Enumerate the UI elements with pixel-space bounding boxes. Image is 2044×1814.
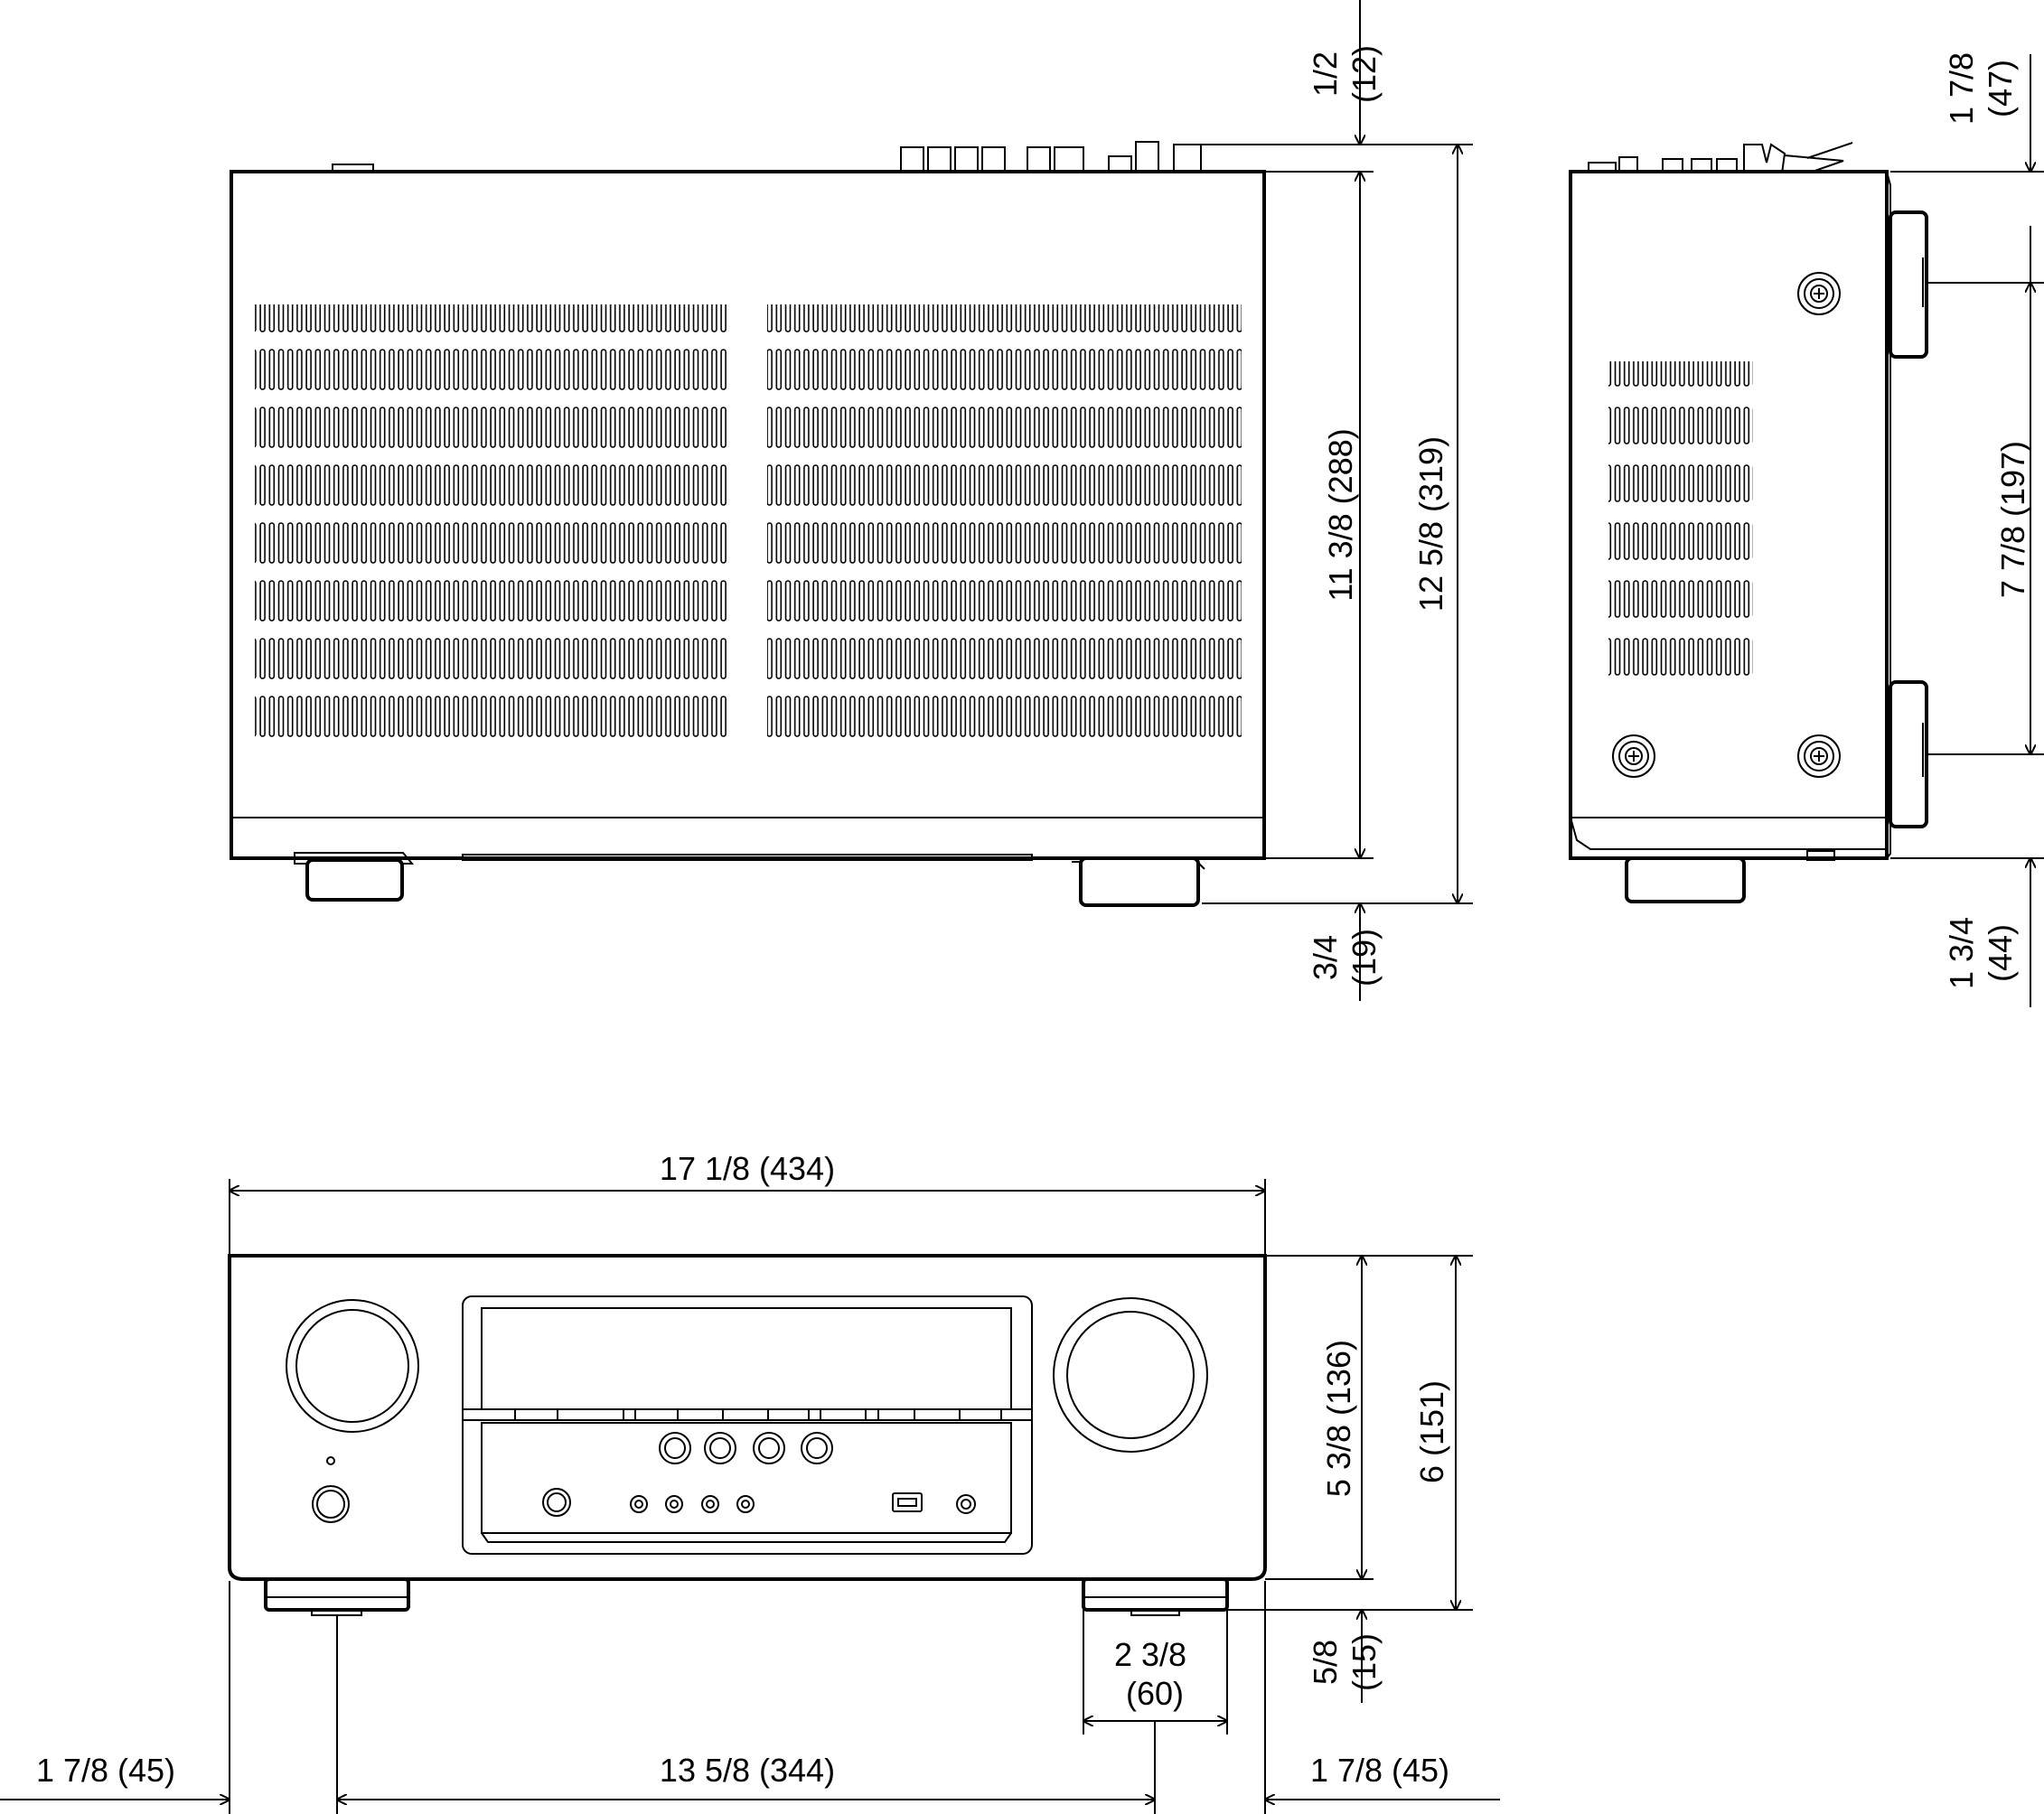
top-view: 1/2 (12) 11 3/8 (288) 12 5/8 (319) 3/4 (… xyxy=(230,0,1473,1001)
display-button-row xyxy=(514,1409,1002,1420)
top-vent-right xyxy=(767,304,1242,753)
dim-label: 7 7/8 (197) xyxy=(1994,441,2031,598)
dim-label: (47) xyxy=(1982,60,2019,117)
small-buttons xyxy=(630,1495,755,1513)
dim-label: (19) xyxy=(1345,929,1383,986)
screw-icon xyxy=(1797,272,1841,315)
dim-label: 17 1/8 (434) xyxy=(660,1150,835,1187)
side-view: 1 7/8 (47) 7 7/8 (197) 1 3/4 (44) xyxy=(1569,52,2044,1007)
screw-icon xyxy=(1797,734,1841,778)
top-foot-left xyxy=(305,858,404,902)
screw-icon xyxy=(1612,734,1655,778)
aux-jack-icon xyxy=(956,1494,976,1514)
top-vent-left xyxy=(255,304,729,753)
headphone-jack-icon xyxy=(542,1488,571,1517)
dim-label: 1 3/4 xyxy=(1943,917,1980,989)
side-knob-bottom xyxy=(1889,680,1928,828)
dim-label: 2 3/8 xyxy=(1114,1636,1186,1673)
dim-label: 6 (151) xyxy=(1413,1380,1450,1483)
usb-port-icon xyxy=(892,1492,923,1512)
dim-label: 12 5/8 (319) xyxy=(1412,436,1449,612)
front-view: 17 1/8 (434) xyxy=(0,1150,1500,1814)
top-foot-right xyxy=(1079,856,1200,907)
dim-label: (44) xyxy=(1982,924,2019,982)
dim-label: 1 7/8 (45) xyxy=(1310,1752,1449,1789)
rear-connectors xyxy=(900,141,1202,173)
power-button-icon xyxy=(312,1485,350,1523)
quick-select-buttons xyxy=(659,1432,833,1464)
front-foot-left xyxy=(264,1577,410,1612)
dim-label: 3/4 xyxy=(1307,935,1344,980)
standby-led-icon xyxy=(326,1456,335,1465)
control-area xyxy=(481,1422,1012,1534)
dim-label: (60) xyxy=(1126,1675,1184,1712)
dim-label: 11 3/8 (288) xyxy=(1322,428,1359,601)
dim-label: 1/2 xyxy=(1307,51,1344,97)
volume-knob-icon xyxy=(1053,1297,1208,1453)
dim-label: (12) xyxy=(1345,45,1383,103)
side-foot xyxy=(1625,856,1746,903)
input-knob-icon xyxy=(286,1299,419,1433)
side-rear-connectors xyxy=(1588,142,1853,174)
dim-label: 5 3/8 (136) xyxy=(1320,1340,1357,1497)
side-vent xyxy=(1608,361,1753,696)
dim-label: 13 5/8 (344) xyxy=(660,1752,835,1789)
front-view-chassis xyxy=(228,1254,1267,1581)
front-foot-right xyxy=(1082,1577,1229,1612)
side-knob-top xyxy=(1889,210,1928,359)
dim-label: 5/8 xyxy=(1307,1640,1344,1685)
dim-label: 1 7/8 xyxy=(1943,52,1980,125)
dim-label: 1 7/8 (45) xyxy=(36,1752,175,1789)
display-panel xyxy=(462,1295,1033,1555)
dim-label: (15) xyxy=(1345,1633,1383,1691)
